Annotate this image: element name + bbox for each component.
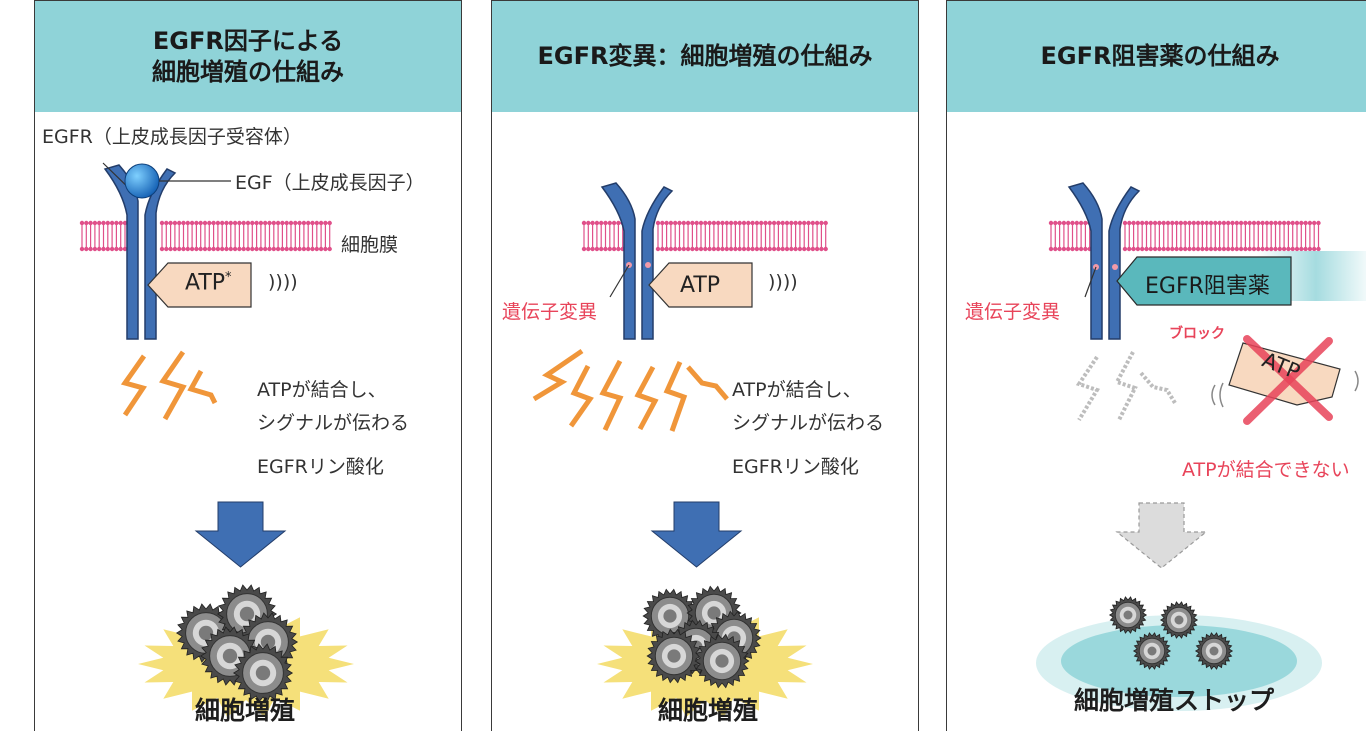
result-label: 細胞増殖ストップ: [1074, 686, 1275, 715]
panel-1-title-line-1: EGFR因子による: [152, 26, 344, 55]
atp-box: [147, 262, 252, 308]
egfr-label: EGFR（上皮成長因子受容体）: [42, 126, 302, 148]
membrane-label: 細胞膜: [341, 234, 399, 256]
atp-vibration-left: [1211, 382, 1224, 408]
result-label: 細胞増殖: [195, 696, 296, 725]
desc-line-2: シグナルが伝わる: [732, 412, 885, 434]
stop-oval-inner: [1061, 625, 1297, 697]
mutation-label: 遺伝子変異: [502, 301, 598, 323]
cell-4: [1194, 632, 1234, 670]
cell-5: [646, 628, 702, 684]
desc-line-3: EGFRリン酸化: [257, 456, 384, 478]
panel-normal-egfr: EGFR因子による 細胞増殖の仕組み: [34, 0, 462, 731]
mutation-label: 遺伝子変異: [965, 301, 1061, 323]
panel-1-title-line-2: 細胞増殖の仕組み: [152, 57, 344, 86]
cell-5: [232, 643, 294, 703]
egf-ligand: [124, 163, 160, 199]
egfr-receptor: [1067, 182, 1141, 340]
blocked-signal-zigzags: [1075, 351, 1177, 422]
mutation-points: [626, 262, 651, 268]
inhibitor-label: EGFR阻害薬: [1145, 274, 1270, 299]
panel-egfr-inhibitor: EGFR阻害薬の仕組み: [946, 0, 1366, 731]
panel-mutant-egfr: EGFR変異：細胞増殖の仕組み: [491, 0, 919, 731]
panel-2-diagram: [532, 182, 828, 718]
vibration-mark: )))): [768, 271, 798, 293]
cell-6: [694, 633, 750, 689]
egfr-receptor: [600, 182, 674, 340]
cancer-cell-cluster: [175, 584, 299, 703]
cell-2: [1159, 601, 1199, 639]
panel-1-header: EGFR因子による 細胞増殖の仕組み: [35, 1, 461, 112]
cell-membrane: [1048, 220, 1321, 252]
panel-3-header: EGFR阻害薬の仕組み: [947, 1, 1366, 112]
panel-2-header: EGFR変異：細胞増殖の仕組み: [492, 1, 918, 112]
down-arrow: [650, 501, 743, 568]
signal-zigzags: [532, 348, 729, 432]
mutation-pointer-line: [1084, 266, 1097, 298]
cancer-cell-cluster: [642, 585, 762, 689]
desc-line-3: EGFRリン酸化: [732, 456, 859, 478]
cell-1: [1108, 596, 1148, 634]
cannot-bind-label: ATPが結合できない: [1182, 459, 1350, 481]
cell-membrane: [79, 220, 332, 252]
atp-box: [648, 262, 753, 308]
panel-2-title: EGFR変異：細胞増殖の仕組み: [537, 42, 873, 70]
desc-line-2: シグナルが伝わる: [257, 412, 410, 434]
desc-line-1: ATPが結合し、: [257, 379, 387, 401]
dormant-cells: [1108, 596, 1234, 670]
panel-1-diagram: [79, 162, 354, 718]
cell-3: [1132, 632, 1172, 670]
atp-footnote-mark: *: [225, 270, 232, 285]
cell-membrane: [581, 220, 828, 252]
mutation-points: [1093, 264, 1118, 270]
egf-label: EGF（上皮成長因子）: [235, 172, 425, 194]
atp-label: ATP: [680, 273, 721, 298]
atp-vibration-right: [1354, 370, 1359, 392]
result-label: 細胞増殖: [658, 696, 759, 725]
block-label: ブロック: [1169, 326, 1225, 342]
signal-zigzags: [120, 350, 218, 421]
atp-label: ATP*: [185, 270, 232, 296]
panel-3-diagram: [1036, 182, 1366, 711]
egfr-inhibitor-box: [1116, 256, 1292, 306]
mutation-pointer-line: [609, 264, 630, 298]
vibration-mark: )))): [268, 271, 298, 293]
desc-line-1: ATPが結合し、: [732, 379, 862, 401]
panel-3-title: EGFR阻害薬の仕組み: [1040, 42, 1280, 70]
gray-down-arrow: [1115, 502, 1208, 569]
cross-mark: [1243, 335, 1333, 425]
down-arrow: [194, 501, 287, 568]
